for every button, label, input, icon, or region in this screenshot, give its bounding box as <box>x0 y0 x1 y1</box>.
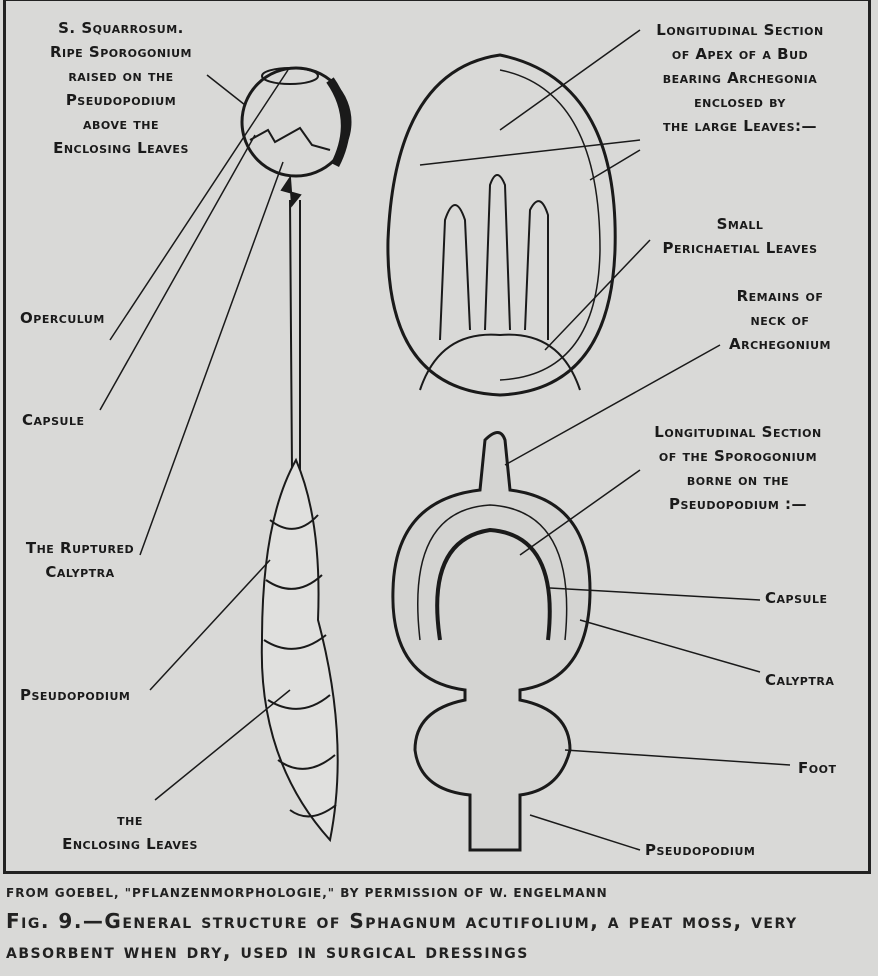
label-apex-section: Longitudinal Section of Apex of a Bud be… <box>640 18 840 138</box>
label-line: Pseudopodium <box>65 91 177 109</box>
label-line: of Apex of a Bud <box>671 45 809 63</box>
figure-frame <box>3 0 871 874</box>
label-pseudopodium-right: Pseudopodium <box>645 841 756 859</box>
enclosing-leaves-cone <box>260 457 339 843</box>
squarrosum-plant <box>240 66 352 843</box>
label-line: neck of <box>750 311 810 329</box>
label-line: the large Leaves:— <box>663 117 817 135</box>
label-line: Archegonium <box>729 335 831 353</box>
label-line: Enclosing Leaves <box>62 835 198 853</box>
label-line: Enclosing Leaves <box>53 139 189 157</box>
label-enclosing-leaves: the Enclosing Leaves <box>55 808 205 856</box>
label-line: Calyptra <box>45 563 115 581</box>
label-perichaetial: Small Perichaetial Leaves <box>645 212 835 260</box>
sporogonium-section <box>391 431 592 852</box>
label-operculum: Operculum <box>20 309 105 327</box>
label-line: enclosed by <box>694 93 786 111</box>
figure-caption: Fig. 9.—General structure of Sphagnum ac… <box>6 909 798 963</box>
label-pseudopodium-left: Pseudopodium <box>20 686 131 704</box>
label-capsule-left: Capsule <box>22 411 85 429</box>
label-line: Perichaetial Leaves <box>662 239 818 257</box>
label-line: the <box>117 811 143 829</box>
label-line: raised on the <box>68 67 174 85</box>
label-line: Longitudinal Section <box>656 21 824 39</box>
label-squarrosum: S. Squarrosum. Ripe Sporogonium raised o… <box>26 16 216 160</box>
label-line: Ripe Sporogonium <box>49 43 193 61</box>
label-line: Pseudopodium :— <box>668 495 808 513</box>
label-foot: Foot <box>798 759 837 777</box>
leader-lines <box>99 29 791 851</box>
stalk <box>289 199 301 471</box>
bud-section <box>386 53 617 397</box>
label-line: bearing Archegonia <box>662 69 818 87</box>
label-line: Longitudinal Section <box>654 423 822 441</box>
label-sporogonium-section: Longitudinal Section of the Sporogonium … <box>638 420 838 516</box>
label-calyptra-right: Calyptra <box>765 671 835 689</box>
label-line: borne on the <box>686 471 790 489</box>
label-line: of the Sporogonium <box>658 447 818 465</box>
label-ruptured-calyptra: The Ruptured Calyptra <box>20 536 140 584</box>
label-line: above the <box>83 115 159 133</box>
label-line: The Ruptured <box>25 539 135 557</box>
figure-credit: FROM GOEBEL, "PFLANZENMORPHOLOGIE," BY P… <box>6 886 608 900</box>
label-remains: Remains of neck of Archegonium <box>715 284 845 356</box>
label-line: Remains of <box>736 287 824 305</box>
label-capsule-right: Capsule <box>765 589 828 607</box>
label-line: S. Squarrosum. <box>58 19 184 37</box>
label-line: Small <box>716 215 764 233</box>
